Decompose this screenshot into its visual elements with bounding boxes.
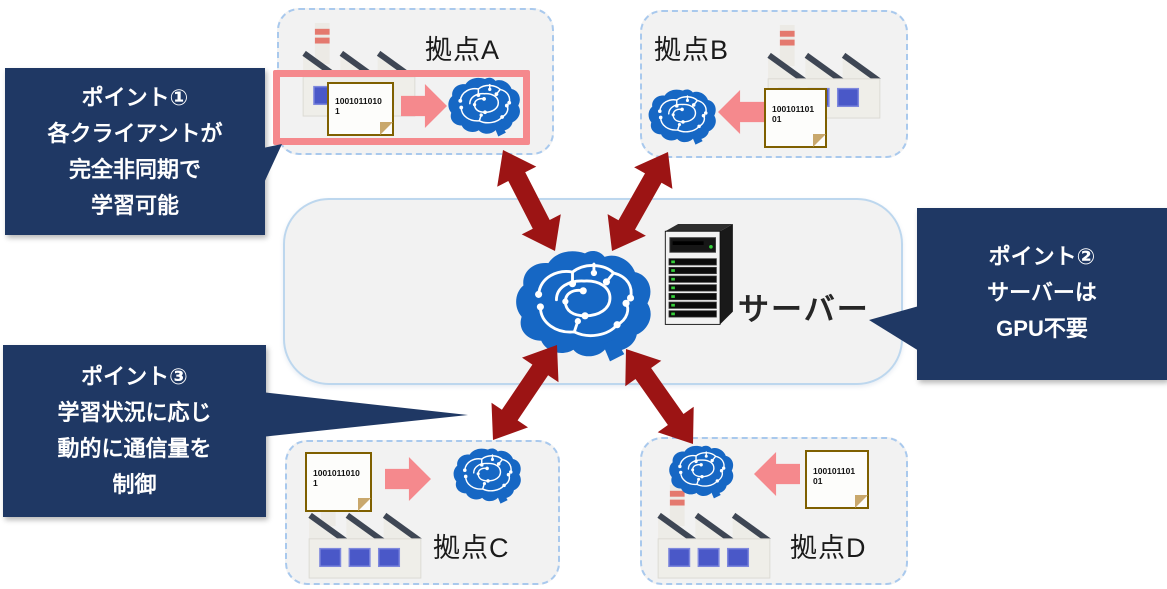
site-a-label: 拠点A [425,35,501,65]
callout-point-2: ポイント② サーバーは GPU不要 [917,208,1167,380]
site-c-container: 1001011010 1 拠点C [285,440,560,585]
site-d-container: 100101101 01 拠点D [640,437,908,585]
data-document-icon: 1001011010 1 [305,452,372,512]
global-model-brain-icon [510,248,660,364]
page-fold-icon [813,134,826,147]
data-document-icon: 1001011010 1 [327,82,394,136]
callout-3-tail [261,392,468,437]
site-b-container: 拠点B 100101101 01 [640,10,908,158]
callout-point-3: ポイント③ 学習状況に応じ 動的に通信量を 制御 [3,345,266,517]
server-label: サーバー [738,292,870,327]
server-tower-icon [658,222,742,330]
server-container: サーバー [283,198,903,385]
data-document-icon: 100101101 01 [764,88,827,148]
site-b-label: 拠点B [654,35,730,65]
page-fold-icon [855,495,868,508]
pink-arrow-left-icon [718,90,764,134]
site-a-container: 拠点A 1001011010 1 [273,8,554,155]
page-fold-icon [358,498,371,511]
brain-model-icon [452,447,524,505]
data-document-icon: 100101101 01 [805,450,869,509]
site-d-label: 拠点D [790,533,867,563]
brain-model-icon [668,444,736,500]
highlight-box-site-a [273,70,530,145]
callout-point-1: ポイント① 各クライアントが 完全非同期で 学習可能 [5,68,265,235]
brain-model-icon [647,88,719,146]
site-c-label: 拠点C [433,533,510,563]
